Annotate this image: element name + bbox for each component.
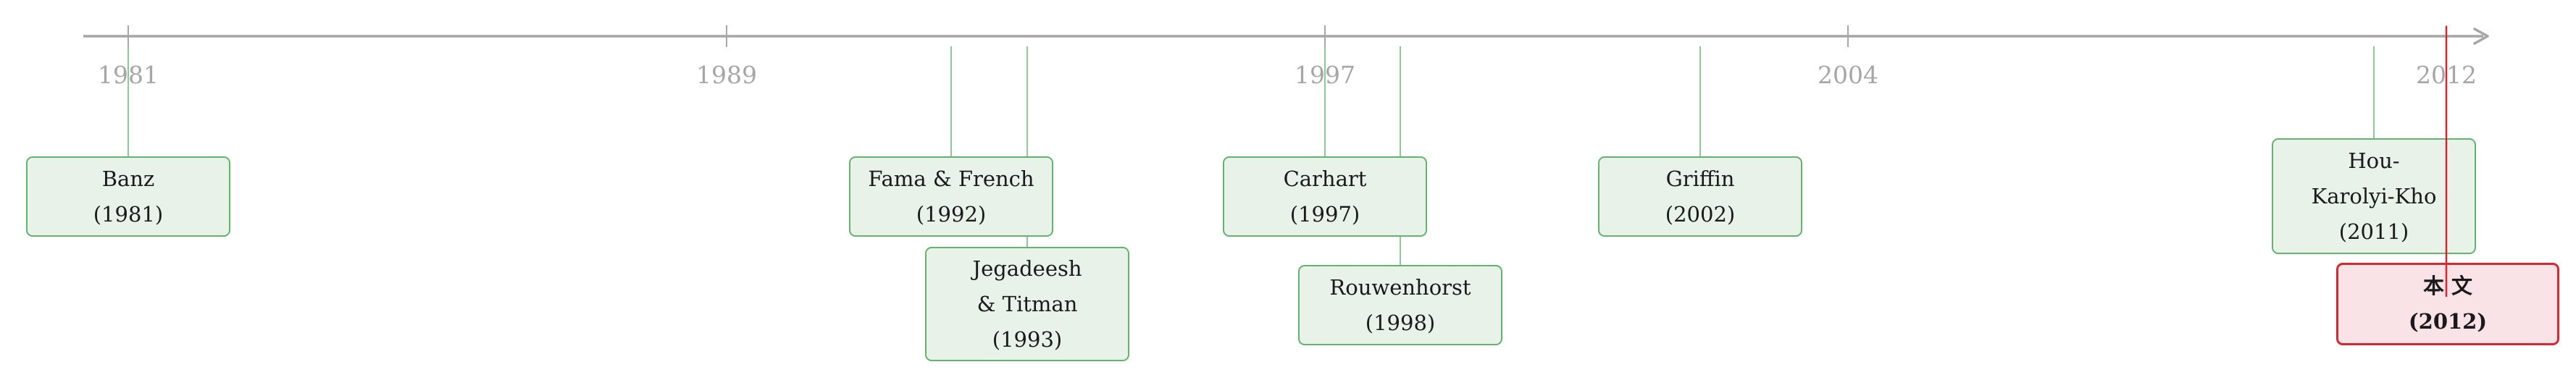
event-year: (2012) — [2408, 309, 2488, 334]
axis-arrowhead — [2473, 28, 2489, 45]
tick-label-1989: 1989 — [696, 61, 757, 89]
tick-label-2004: 2004 — [1818, 61, 1878, 89]
event-year: (1998) — [1365, 310, 1436, 335]
event-author: 本 文 — [2422, 274, 2473, 298]
event-year: (1993) — [992, 326, 1063, 352]
event-box-griffin: Griffin (2002) — [1598, 156, 1802, 237]
event-year: (2011) — [2338, 219, 2409, 244]
event-box-fama-french: Fama & French (1992) — [849, 156, 1053, 237]
event-author: Karolyi-Kho — [2311, 183, 2437, 208]
event-year: (1992) — [916, 201, 987, 227]
event-year: (2002) — [1665, 201, 1736, 227]
tick-label-2012: 2012 — [2416, 61, 2477, 89]
event-author: Rouwenhorst — [1329, 274, 1471, 300]
event-box-rouwenhorst: Rouwenhorst (1998) — [1298, 265, 1502, 345]
tick-label-1981: 1981 — [98, 61, 159, 89]
event-box-banz: Banz (1981) — [26, 156, 230, 237]
event-author: Carhart — [1283, 166, 1367, 191]
event-box-jegadeesh-titman: Jegadeesh & Titman (1993) — [925, 247, 1129, 361]
event-box-hou-karolyi-kho: Hou- Karolyi-Kho (2011) — [2272, 138, 2476, 254]
event-author: Jegadeesh — [972, 256, 1082, 281]
event-author: Hou- — [2348, 148, 2400, 173]
event-author: Banz — [101, 166, 155, 191]
event-year: (1981) — [93, 201, 164, 227]
event-author: Griffin — [1665, 166, 1735, 191]
tick-label-1997: 1997 — [1295, 61, 1355, 89]
event-author: Fama & French — [868, 166, 1034, 191]
event-author: & Titman — [977, 291, 1078, 316]
event-box-carhart: Carhart (1997) — [1223, 156, 1427, 237]
event-year: (1997) — [1289, 201, 1360, 227]
event-box-this-paper: 本 文 (2012) — [2336, 263, 2559, 345]
